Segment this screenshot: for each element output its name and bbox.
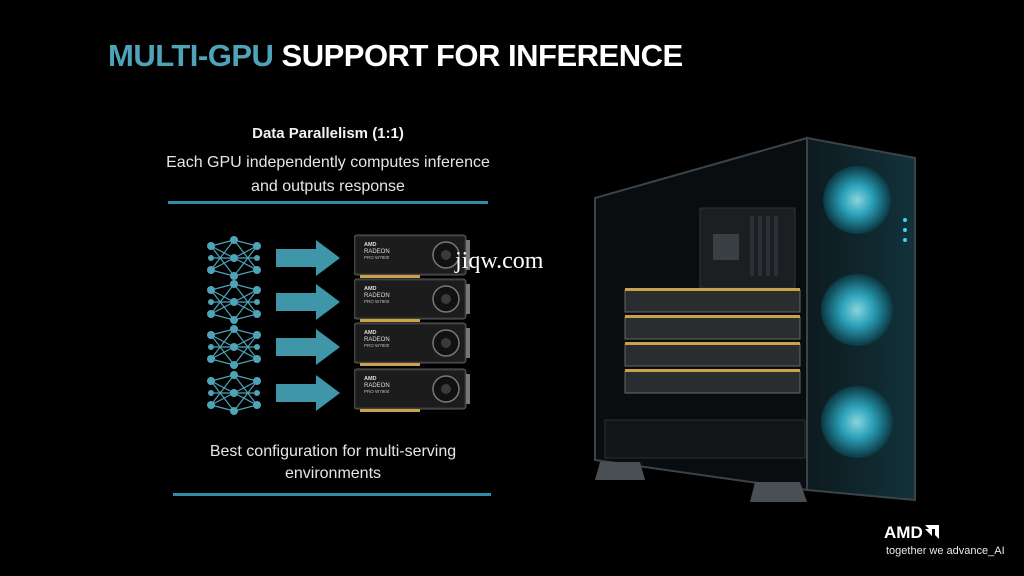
neural-network-icon — [207, 371, 261, 415]
gpu-brand: AMD — [364, 242, 377, 248]
right-arrow-icon — [276, 284, 340, 320]
gpu-model: RADEON — [364, 337, 390, 343]
right-arrow-icon — [276, 375, 340, 411]
gpu-brand: AMD — [364, 376, 377, 382]
watermark-text: jiqw.com — [455, 248, 544, 274]
section-description: Each GPU independently computes inferenc… — [160, 151, 496, 199]
gpu-variant: PRO W7900 — [364, 299, 390, 304]
footer-line-2: environments — [284, 465, 382, 482]
right-arrow-icon — [276, 329, 340, 365]
gpu-model: RADEON — [364, 383, 390, 389]
description-line-1: Each GPU independently computes inferenc… — [166, 154, 490, 171]
description-line-2: and outputs response — [251, 178, 405, 195]
amd-logo-text: AMD — [884, 523, 923, 542]
title-accent: MULTI-GPU — [108, 38, 274, 73]
gpu-model: RADEON — [364, 249, 390, 255]
amd-arrow-icon — [924, 525, 939, 539]
top-divider — [168, 201, 488, 204]
right-arrow-icon — [276, 240, 340, 276]
brand-tagline: together we advance_AI — [886, 545, 1005, 557]
gpu-card-image: AMD RADEON PRO W7900 — [354, 368, 470, 412]
footer-line-1: Best configuration for multi-serving — [209, 443, 457, 460]
neural-network-icon — [207, 236, 261, 280]
bottom-divider — [173, 493, 491, 496]
gpu-brand: AMD — [364, 330, 377, 336]
title-rest: SUPPORT FOR INFERENCE — [281, 38, 684, 73]
footer-text: Best configuration for multi-serving env… — [170, 441, 496, 485]
gpu-variant: PRO W7900 — [364, 389, 390, 394]
gpu-model: RADEON — [364, 293, 390, 299]
workstation-image — [594, 136, 916, 502]
amd-logo: AMD — [884, 523, 939, 543]
gpu-brand: AMD — [364, 286, 377, 292]
neural-network-icon — [207, 325, 261, 369]
gpu-variant: PRO W7900 — [364, 343, 390, 348]
gpu-card-image: AMD RADEON PRO W7900 — [354, 278, 470, 322]
slide-title: MULTI-GPU SUPPORT FOR INFERENCE — [108, 38, 683, 74]
gpu-card-image: AMD RADEON PRO W7900 — [354, 322, 470, 366]
gpu-card-image: AMD RADEON PRO W7900 — [354, 234, 470, 278]
gpu-variant: PRO W7900 — [364, 255, 390, 260]
section-heading: Data Parallelism (1:1) — [252, 125, 404, 142]
neural-network-icon — [207, 280, 261, 324]
